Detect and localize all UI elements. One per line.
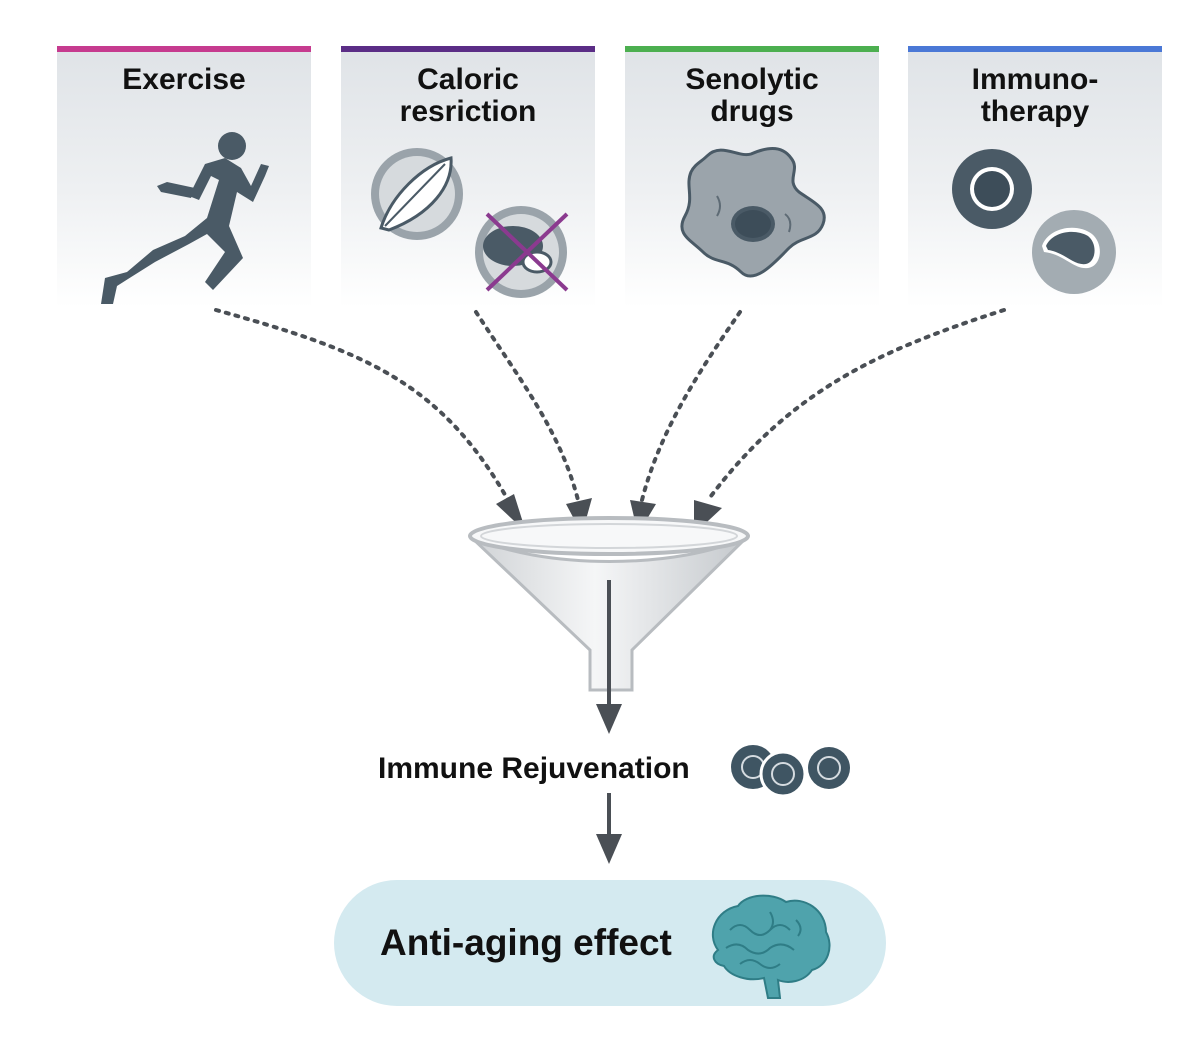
card-title: Senolytic drugs <box>625 64 879 128</box>
card-title: Exercise <box>57 64 311 96</box>
senescent-cell-icon <box>680 147 826 278</box>
immune-cells-icon <box>952 149 1116 294</box>
arrowhead <box>566 498 592 534</box>
outcome-label: Anti-aging effect <box>380 922 672 963</box>
input-card-exercise: Exercise <box>57 46 311 308</box>
arrowhead-to-rejuvenation <box>596 704 622 734</box>
title-line: Exercise <box>122 63 246 96</box>
dotted-arrow-caloric <box>474 310 580 502</box>
input-card-caloric-restriction: Caloric resriction <box>341 46 595 308</box>
dotted-arrow-immunotherapy <box>706 308 1006 502</box>
immune-rejuvenation-label: Immune Rejuvenation <box>378 752 690 785</box>
title-line: Immuno- <box>971 63 1099 96</box>
input-card-senolytic-drugs: Senolytic drugs <box>625 46 879 308</box>
title-line: Caloric <box>417 63 519 96</box>
diet-plates-icon <box>371 148 569 298</box>
brain-icon <box>711 894 831 999</box>
title-line: therapy <box>980 95 1090 128</box>
color-bar <box>908 46 1162 52</box>
title-line: Senolytic <box>685 63 819 96</box>
color-bar <box>57 46 311 52</box>
outcome-pill: Anti-aging effect <box>334 880 886 1006</box>
running-person-icon <box>101 132 269 304</box>
title-line: drugs <box>710 95 794 128</box>
dotted-arrow-senolytic <box>640 310 742 502</box>
input-card-immunotherapy: Immuno- therapy <box>908 46 1162 308</box>
arrowhead-to-outcome <box>596 834 622 864</box>
color-bar <box>625 46 879 52</box>
card-title: Immuno- therapy <box>908 64 1162 128</box>
card-title: Caloric resriction <box>341 64 595 128</box>
title-line: resriction <box>399 95 537 128</box>
color-bar <box>341 46 595 52</box>
immune-cell-cluster-icon <box>731 745 850 798</box>
dotted-arrow-exercise <box>214 308 510 502</box>
